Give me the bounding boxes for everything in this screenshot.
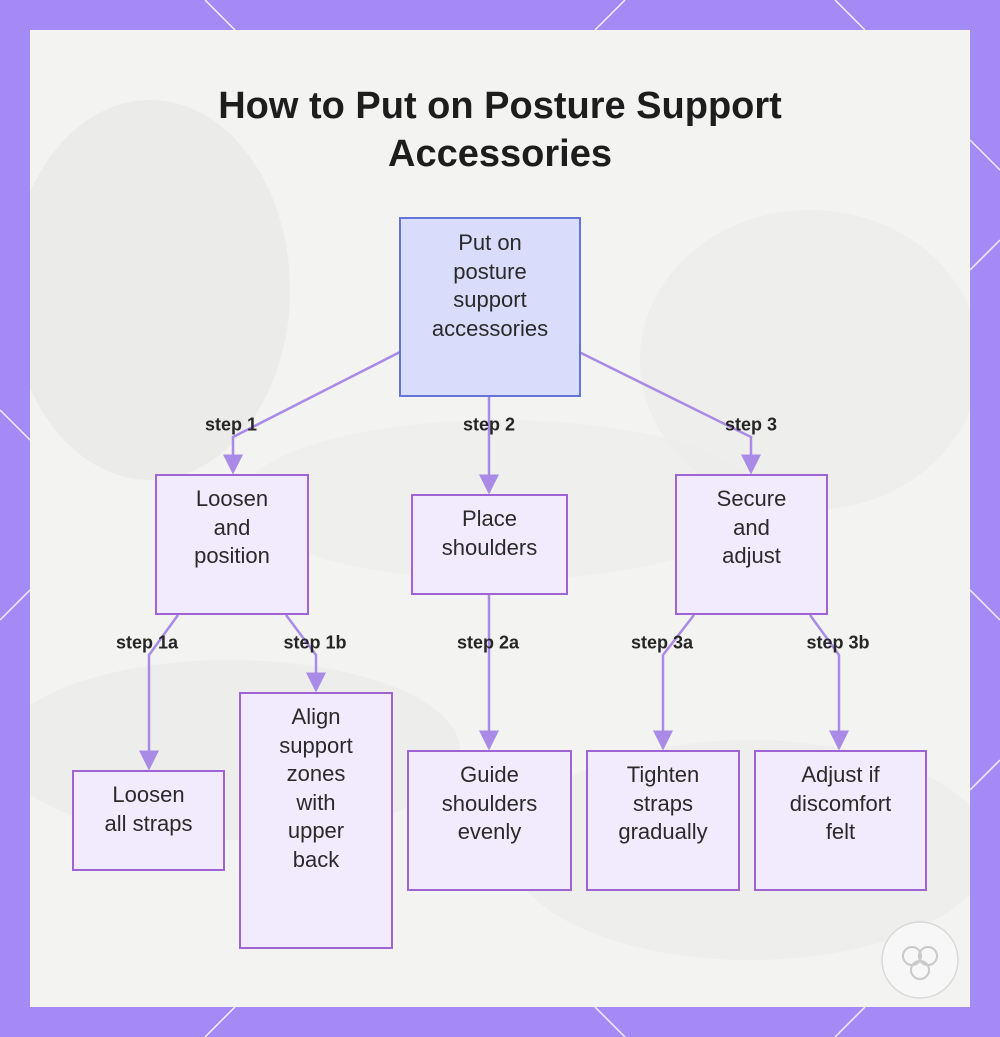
edge-label-step-2a: step 2a xyxy=(456,632,520,653)
node-guide-shoulders-label: Guide shoulders evenly xyxy=(441,762,538,844)
node-loosen-and-position: Loosen and position xyxy=(155,474,309,615)
edge-label-step-1b: step 1b xyxy=(283,632,347,653)
edge-label-step-1: step 1 xyxy=(204,414,258,435)
edge-step-3 xyxy=(578,350,761,475)
edge-label-step-3: step 3 xyxy=(724,414,778,435)
diagram-title: How to Put on Posture Support Accessorie… xyxy=(30,82,970,178)
node-put-on-accessories: Put on posture support accessories xyxy=(399,217,581,397)
edge-step-1 xyxy=(223,350,401,475)
node-put-on-accessories-label: Put on posture support accessories xyxy=(431,230,549,341)
node-align-support-zones: Align support zones with upper back xyxy=(239,692,393,949)
node-place-shoulders: Place shoulders xyxy=(411,494,568,595)
node-loosen-all-straps: Loosen all straps xyxy=(72,770,225,871)
edge-step-3a xyxy=(653,614,695,751)
node-secure-and-adjust: Secure and adjust xyxy=(675,474,828,615)
node-secure-and-adjust-label: Secure and adjust xyxy=(716,486,787,568)
title-line-1: How to Put on Posture Support xyxy=(218,85,782,127)
node-guide-shoulders: Guide shoulders evenly xyxy=(407,750,572,891)
node-tighten-straps: Tighten straps gradually xyxy=(586,750,740,891)
node-align-support-zones-label: Align support zones with upper back xyxy=(279,704,353,872)
edge-step-1a xyxy=(139,614,180,771)
edge-label-step-1a: step 1a xyxy=(115,632,179,653)
node-place-shoulders-label: Place shoulders xyxy=(441,506,538,560)
edge-step-1b xyxy=(285,614,326,693)
node-adjust-if-discomfort-label: Adjust if discomfort felt xyxy=(789,762,892,844)
node-adjust-if-discomfort: Adjust if discomfort felt xyxy=(754,750,927,891)
diagram-panel: How to Put on Posture Support Accessorie… xyxy=(30,30,970,1007)
node-loosen-and-position-label: Loosen and position xyxy=(194,486,270,568)
edge-label-step-2: step 2 xyxy=(462,414,516,435)
flower-logo-icon xyxy=(881,921,959,999)
edge-label-step-3a: step 3a xyxy=(630,632,694,653)
node-loosen-all-straps-label: Loosen all straps xyxy=(104,782,193,836)
edge-step-3b xyxy=(808,614,849,751)
edge-label-step-3b: step 3b xyxy=(806,632,870,653)
connector-lines xyxy=(139,350,849,771)
node-tighten-straps-label: Tighten straps gradually xyxy=(618,762,708,844)
title-line-2: Accessories xyxy=(388,133,612,175)
